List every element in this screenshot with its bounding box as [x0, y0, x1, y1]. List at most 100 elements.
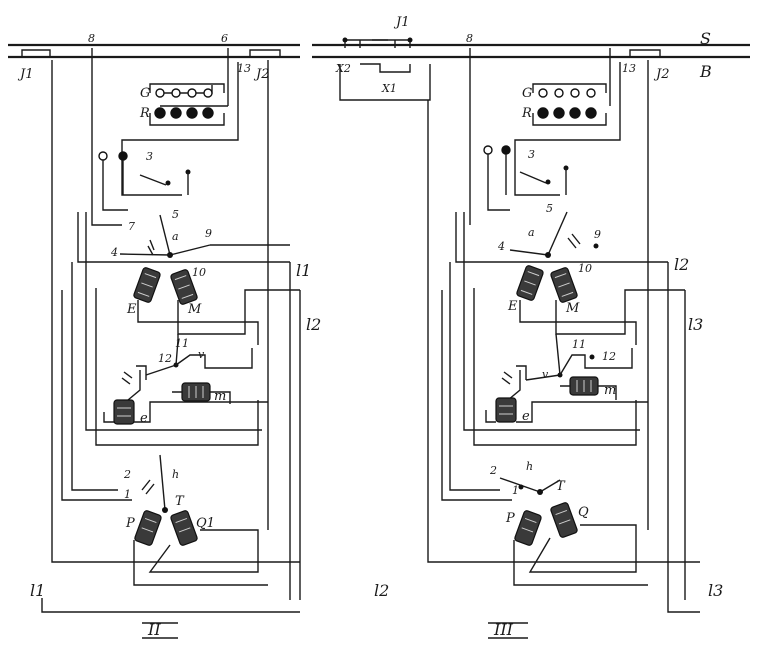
label-10: 10 [192, 266, 206, 279]
relay-lever [159, 214, 171, 256]
wire [455, 212, 668, 263]
label-e-upper: E [507, 299, 518, 314]
coil-q [550, 502, 578, 538]
wire [103, 401, 268, 423]
label-x2: X2 [335, 62, 351, 75]
spring-icon [501, 371, 513, 385]
wire [514, 62, 621, 196]
label-m-lower: m [214, 389, 226, 404]
label-4: 4 [110, 246, 118, 259]
collector-j1 [21, 49, 51, 57]
wire [463, 212, 640, 431]
bus-label-s: S [700, 29, 711, 48]
wire [667, 600, 700, 613]
contact-point [545, 179, 551, 185]
coil-m-lower [181, 382, 211, 402]
lamp-red-icon [202, 107, 214, 119]
roman-ii: II [147, 620, 161, 639]
relay-lever [159, 454, 166, 511]
lamp-red-icon [569, 107, 581, 119]
wire [559, 348, 633, 376]
wire [133, 529, 268, 586]
relay-lever [145, 364, 177, 376]
coil-e-lower [495, 397, 517, 423]
label-3: 3 [528, 148, 535, 161]
contact-point [589, 354, 595, 360]
trolley-connector [344, 39, 411, 48]
lamp-green-icon [203, 88, 213, 98]
coil-e [516, 265, 544, 301]
wire [555, 289, 685, 335]
pivot-point [162, 507, 168, 513]
label-9: 9 [205, 227, 212, 240]
pivot-point [537, 489, 543, 495]
wire [149, 113, 225, 126]
wire [61, 290, 132, 501]
label-m-lower: m [604, 383, 616, 398]
label-8: 8 [88, 32, 95, 45]
contact-point [407, 37, 413, 43]
relay-lever [169, 244, 211, 256]
lamp-green-icon [155, 88, 165, 98]
relay-lever [509, 249, 549, 256]
wire [513, 524, 648, 586]
lamp-red-icon [585, 107, 597, 119]
label-l1-bottom: l1 [30, 581, 45, 600]
wire [95, 288, 259, 446]
spring-icon [147, 239, 155, 256]
coil-e-lower [113, 399, 135, 425]
lamp-green-icon [586, 88, 596, 98]
label-11: 11 [572, 338, 586, 351]
signal-lamp-icon [118, 151, 128, 161]
wire [121, 62, 239, 196]
label-9: 9 [594, 228, 601, 241]
relay-frame [127, 365, 147, 401]
label-1: 1 [124, 488, 131, 501]
coil-q1 [170, 510, 198, 546]
label-a: a [528, 226, 535, 239]
label-j2: J2 [653, 67, 669, 82]
label-t: T [175, 494, 185, 509]
lamp-red-icon [154, 107, 166, 119]
wire [175, 334, 179, 366]
wire [560, 385, 617, 400]
wire [473, 288, 637, 446]
wire [519, 300, 637, 345]
label-4: 4 [497, 240, 505, 253]
wire [102, 160, 128, 211]
label-1: 1 [512, 484, 519, 497]
label-l2-right: l2 [674, 255, 689, 274]
label-h: h [526, 460, 533, 473]
wire [91, 48, 122, 226]
contact-point [165, 180, 171, 186]
label-l2-right: l2 [306, 315, 321, 334]
label-5: 5 [172, 208, 179, 221]
relay-lever [539, 479, 561, 493]
label-g: G [522, 86, 532, 101]
label-j1-top: J1 [393, 15, 409, 30]
switch-blade [519, 171, 547, 184]
contact-point [342, 37, 348, 43]
lamp-red-icon [537, 107, 549, 119]
label-2: 2 [123, 468, 131, 481]
pivot-point [545, 252, 551, 258]
wire [487, 154, 510, 211]
lamp-green-icon [554, 88, 564, 98]
lamp-green-icon [171, 88, 181, 98]
coil-p [134, 510, 162, 546]
wire [71, 262, 118, 491]
wire [51, 60, 300, 563]
label-e-lower: e [522, 409, 530, 424]
wire [172, 391, 231, 404]
lamp-red-icon [186, 107, 198, 119]
coil-p [514, 510, 542, 546]
label-j2: J2 [253, 67, 269, 82]
panel-ii: J1 J2 8 6 13 G R 3 [17, 32, 321, 639]
label-e-lower: e [140, 411, 148, 426]
signal-lamp-icon [98, 151, 108, 161]
coil-m-lower [569, 376, 599, 396]
label-l1-right: l1 [296, 261, 311, 280]
lamp-red-icon [553, 107, 565, 119]
signal-lamp-icon [501, 145, 511, 155]
